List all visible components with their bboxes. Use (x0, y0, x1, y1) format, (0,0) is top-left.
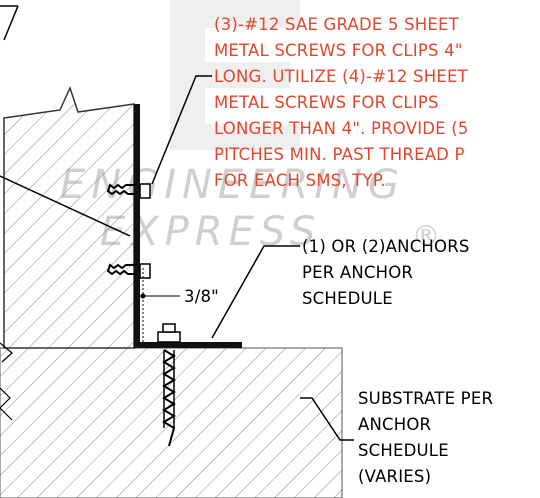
callout-line: FOR EACH SMS, TYP. (214, 171, 386, 190)
callout-line: (VARIES) (358, 467, 431, 486)
anchor-leader (211, 245, 300, 339)
callout-line: LONGER THAN 4". PROVIDE (5 (214, 119, 469, 138)
callout-line: (3)-#12 SAE GRADE 5 SHEET (214, 15, 460, 34)
watermark-registered: ® (412, 219, 446, 252)
wall-hatch (3, 85, 135, 349)
callout-line: METAL SCREWS FOR CLIPS 4" (214, 41, 463, 60)
callout-line: SCHEDULE (302, 289, 393, 308)
left-break-mark (0, 342, 13, 363)
anchor-callout: (1) OR (2)ANCHORS PER ANCHOR SCHEDULE (302, 237, 470, 308)
leaders (0, 5, 354, 441)
anchor-bolt (157, 323, 181, 447)
callout-line: SUBSTRATE PER (358, 389, 493, 408)
left-break-mark (0, 387, 13, 421)
substrate-callout: SUBSTRATE PER ANCHOR SCHEDULE (VARIES) (358, 389, 493, 486)
callout-line: ANCHOR (358, 415, 431, 434)
callout-line: SCHEDULE (358, 441, 449, 460)
sheet-metal-screw (106, 183, 151, 199)
callout-line: LONG. UTILIZE (4)-#12 SHEET (214, 67, 469, 86)
callout-line: PITCHES MIN. PAST THREAD P (214, 145, 465, 164)
screw-callout: (3)-#12 SAE GRADE 5 SHEET METAL SCREWS F… (214, 15, 469, 190)
wall-member (3, 85, 135, 349)
callout-line: PER ANCHOR (302, 263, 413, 282)
sheet-metal-screw (106, 263, 151, 279)
callout-line: METAL SCREWS FOR CLIPS (214, 93, 439, 112)
dimension-3-8: 3/8" (138, 268, 219, 342)
dimension-label: 3/8" (184, 287, 219, 306)
substrate-leader (300, 397, 354, 441)
screw-leader (151, 75, 212, 185)
callout-line: (1) OR (2)ANCHORS (302, 237, 470, 256)
watermark-logo (170, 0, 300, 150)
